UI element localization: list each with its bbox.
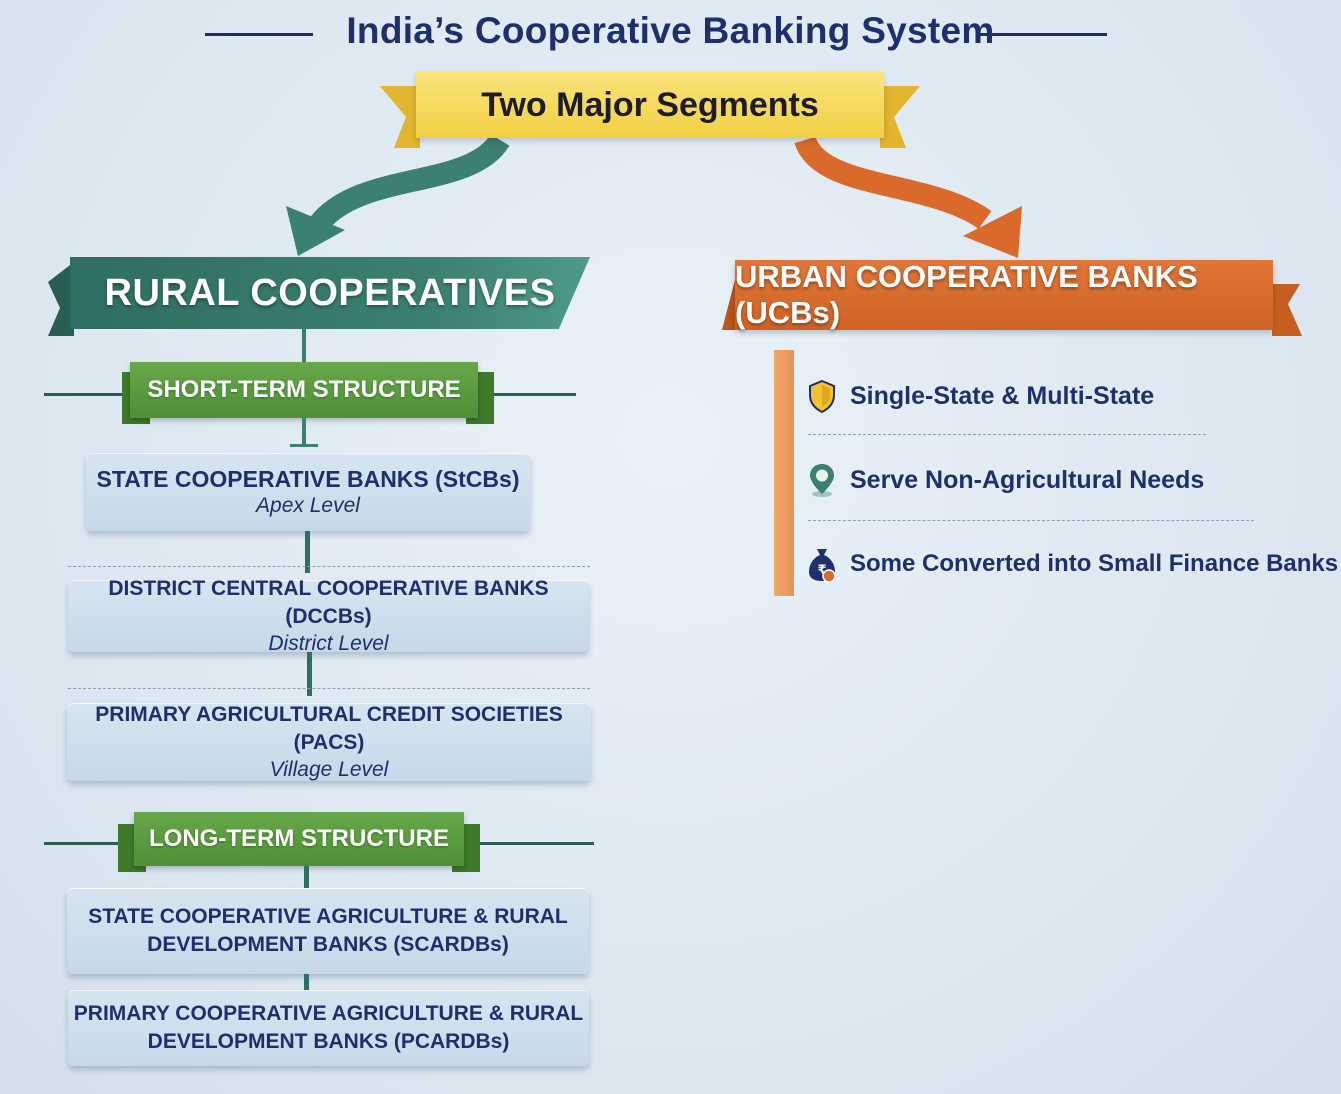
divider: [808, 434, 1206, 435]
divider: [68, 566, 590, 567]
urban-item-text: Serve Non-Agricultural Needs: [850, 465, 1205, 494]
tier-name-line1: STATE COOPERATIVE AGRICULTURE & RURAL: [88, 905, 568, 928]
shield-icon: [806, 378, 838, 414]
rural-connector-1: [302, 328, 306, 364]
rural-connector-3: [305, 531, 310, 573]
tier-card-stcbs: STATE COOPERATIVE BANKS (StCBs) Apex Lev…: [86, 453, 530, 531]
title-rule-left: [205, 33, 313, 36]
urban-accent-bar: [774, 350, 794, 596]
urban-item-text: Single-State & Multi-State: [850, 381, 1155, 410]
urban-item: ₹ Some Converted into Small Finance Bank…: [806, 542, 1338, 586]
divider: [68, 688, 590, 689]
tier-card-dccbs: DISTRICT CENTRAL COOPERATIVE BANKS (DCCB…: [68, 577, 589, 655]
long-term-line-left: [44, 842, 124, 845]
money-bag-icon: ₹: [806, 546, 838, 583]
segment-arrows: [286, 133, 1022, 258]
long-term-banner: LONG-TERM STRUCTURE: [134, 812, 464, 866]
rural-connector-5: [304, 866, 309, 890]
segments-ribbon: Two Major Segments: [380, 72, 920, 152]
urban-header-folds: [722, 268, 1302, 336]
tier-level: Apex Level: [256, 494, 360, 517]
urban-item: Single-State & Multi-State: [806, 374, 1154, 418]
rural-header: RURAL COOPERATIVES: [70, 257, 590, 329]
rural-connector-4: [307, 652, 312, 696]
tier-name: STATE COOPERATIVE BANKS (StCBs): [96, 466, 520, 492]
ribbon-tails: [380, 86, 920, 148]
tier-name-line1: PRIMARY COOPERATIVE AGRICULTURE & RURAL: [73, 1002, 584, 1025]
tier-card-pacs: PRIMARY AGRICULTURAL CREDIT SOCIETIES (P…: [67, 703, 591, 781]
arrow-to-urban: [794, 135, 992, 230]
tier-card-scardbs: STATE COOPERATIVE AGRICULTURE & RURAL DE…: [67, 888, 589, 974]
arrow-head-rural: [286, 206, 345, 256]
tier-card-pcardbs: PRIMARY COOPERATIVE AGRICULTURE & RURAL …: [68, 990, 589, 1066]
title-rule-right: [977, 33, 1107, 36]
divider: [808, 520, 1254, 521]
tier-level: Village Level: [269, 758, 389, 781]
rural-connector-2-cap: [290, 444, 318, 447]
urban-item: Serve Non-Agricultural Needs: [806, 458, 1204, 502]
svg-text:₹: ₹: [817, 563, 826, 578]
tier-name: PRIMARY AGRICULTURAL CREDIT SOCIETIES (P…: [95, 703, 563, 754]
arrow-to-rural: [309, 133, 510, 233]
page-title: India’s Cooperative Banking System: [346, 10, 995, 51]
short-term-line-right: [492, 393, 576, 396]
short-term-banner: SHORT-TERM STRUCTURE: [130, 362, 478, 418]
urban-item-text: Some Converted into Small Finance Banks: [850, 550, 1339, 577]
ribbon-label: Two Major Segments: [416, 72, 884, 138]
tier-name: DISTRICT CENTRAL COOPERATIVE BANKS (DCCB…: [108, 577, 549, 628]
short-term-line-left: [44, 393, 124, 396]
urban-header: URBAN COOPERATIVE BANKS (UCBs): [735, 259, 1273, 330]
tier-name-line2: DEVELOPMENT BANKS (SCARDBs): [147, 933, 509, 956]
rural-header-fold: [48, 262, 74, 336]
tier-name-line2: DEVELOPMENT BANKS (PCARDBs): [147, 1030, 510, 1053]
arrow-head-urban: [963, 206, 1022, 258]
long-term-line-right: [478, 842, 594, 845]
location-pin-icon: [806, 462, 838, 498]
rural-connector-6: [304, 974, 309, 992]
rural-connector-2: [302, 418, 306, 446]
tier-level: District Level: [268, 632, 389, 655]
